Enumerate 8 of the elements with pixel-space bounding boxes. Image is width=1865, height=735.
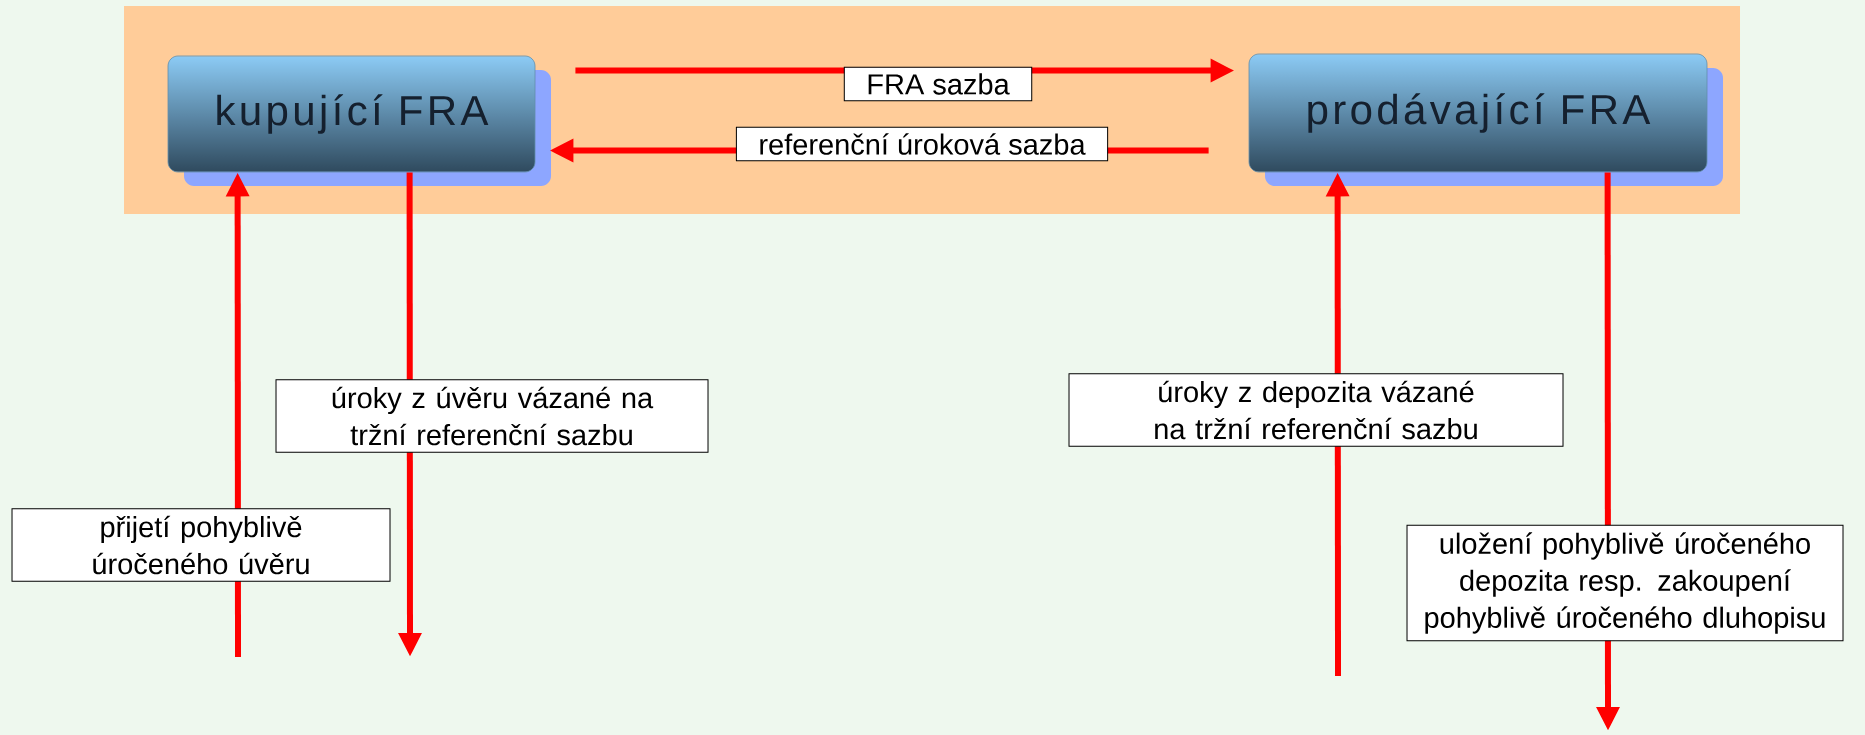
party-box: kupující FRA [167,55,551,186]
edge-label: referenční úroková sazba [735,126,1109,162]
party-box: prodávající FRA [1248,53,1723,186]
edge-label: uložení pohyblivě úročeného depozita resp. zakoupení pohyblivě úročeného dluhopisu [1406,524,1844,642]
edge-label: úroky z úvěru vázané na tržní referenční sazbu [275,379,709,453]
edge-label: úroky z depozita vázané na tržní referenční sazbu [1068,373,1564,447]
edge-label: FRA sazba [843,66,1033,102]
edge-label: přijetí pohyblivě úročeného úvěru [11,508,391,582]
